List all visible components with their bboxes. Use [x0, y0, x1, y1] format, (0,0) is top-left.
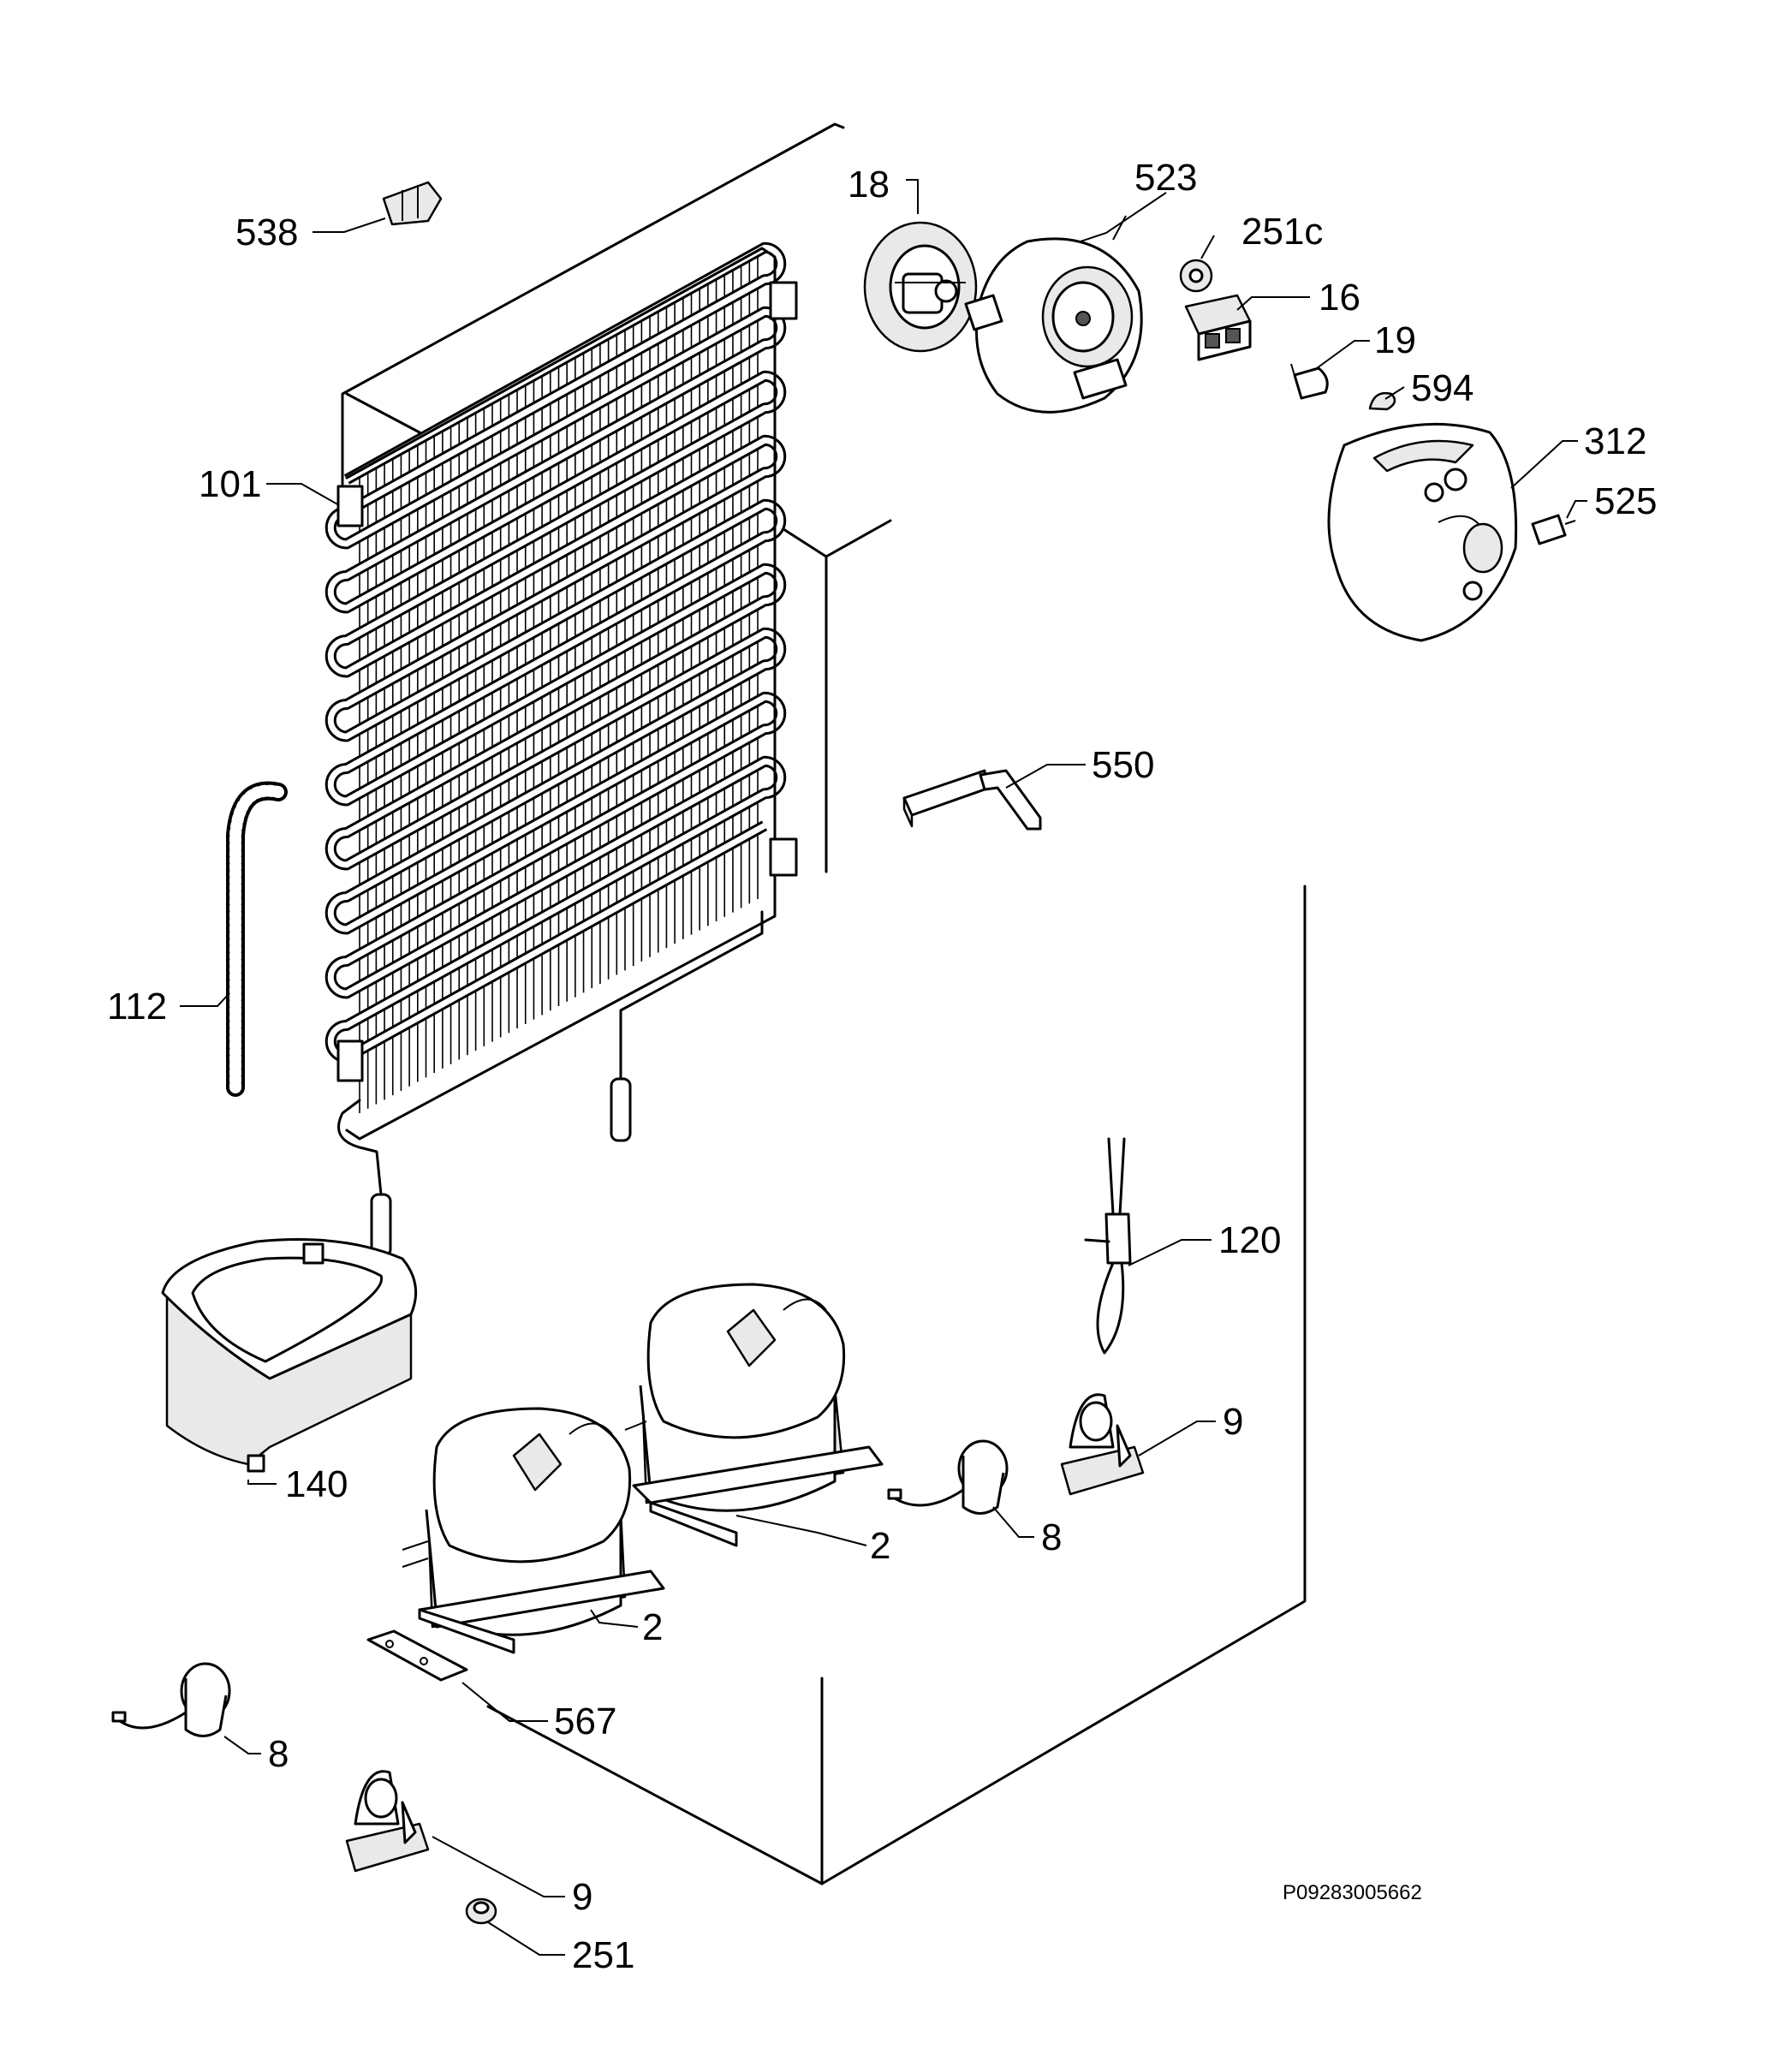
callout-523: 523: [1134, 157, 1197, 199]
relay-8-left: [111, 1662, 231, 1737]
callout-101: 101: [199, 463, 261, 505]
compressor-2-rear: [624, 1283, 884, 1547]
callout-9-left: 9: [572, 1876, 592, 1918]
document-code: P09283005662: [1283, 1881, 1422, 1904]
callout-550: 550: [1092, 744, 1154, 786]
condenser-bracket: [336, 281, 798, 1082]
gear-251c: [1179, 259, 1213, 293]
callout-567: 567: [554, 1701, 616, 1742]
condenser: [324, 241, 798, 1258]
switch-16: [1184, 294, 1252, 361]
callout-525: 525: [1594, 480, 1657, 522]
drip-tray-140: [161, 1238, 418, 1473]
lamp-19: [1290, 363, 1329, 400]
callout-8-left: 8: [268, 1733, 289, 1775]
callout-16: 16: [1319, 277, 1360, 319]
condenser-outlet-pipe: [619, 910, 764, 1081]
lamp-cover-312: [1327, 422, 1518, 642]
callout-labels: 538 18 523 251c 16 19 594 312 525 101 55…: [107, 157, 1657, 1976]
condenser-coil: [324, 241, 787, 1063]
callout-140: 140: [285, 1463, 348, 1505]
callout-312: 312: [1584, 420, 1646, 462]
callout-538: 538: [235, 211, 298, 253]
thermostat-sensor-120: [1084, 1137, 1132, 1355]
callout-251c: 251c: [1241, 211, 1323, 253]
callout-8-right: 8: [1041, 1516, 1062, 1558]
relay-8-right: [887, 1439, 1009, 1515]
fan-motor-18: [863, 221, 978, 353]
fan-housing-523: [964, 237, 1143, 414]
plate-567: [366, 1629, 468, 1682]
drain-hose-112: [226, 781, 288, 1097]
nut-251: [465, 1897, 497, 1925]
callout-2-front: 2: [642, 1606, 663, 1648]
clamp-9-right: [1060, 1393, 1145, 1496]
callout-120: 120: [1218, 1219, 1281, 1261]
callout-18: 18: [848, 164, 890, 206]
callout-19: 19: [1374, 319, 1416, 361]
callout-251: 251: [572, 1934, 634, 1976]
callout-9-right: 9: [1223, 1401, 1243, 1443]
condenser-inlet-pipe: [337, 1099, 383, 1196]
callout-112: 112: [107, 986, 167, 1028]
leader-lines: [180, 179, 1587, 1956]
clamp-9-left: [345, 1770, 430, 1873]
callout-2-rear: 2: [870, 1525, 890, 1567]
cabinet-outline: [341, 122, 1307, 1885]
bracket-550: [902, 769, 1042, 831]
callout-594: 594: [1411, 367, 1473, 409]
pipe-end: [610, 1077, 632, 1142]
pipe-end: [370, 1193, 392, 1258]
connector-525: [1531, 514, 1576, 545]
compressor-2-front: [402, 1407, 665, 1654]
clip-538: [382, 181, 443, 226]
